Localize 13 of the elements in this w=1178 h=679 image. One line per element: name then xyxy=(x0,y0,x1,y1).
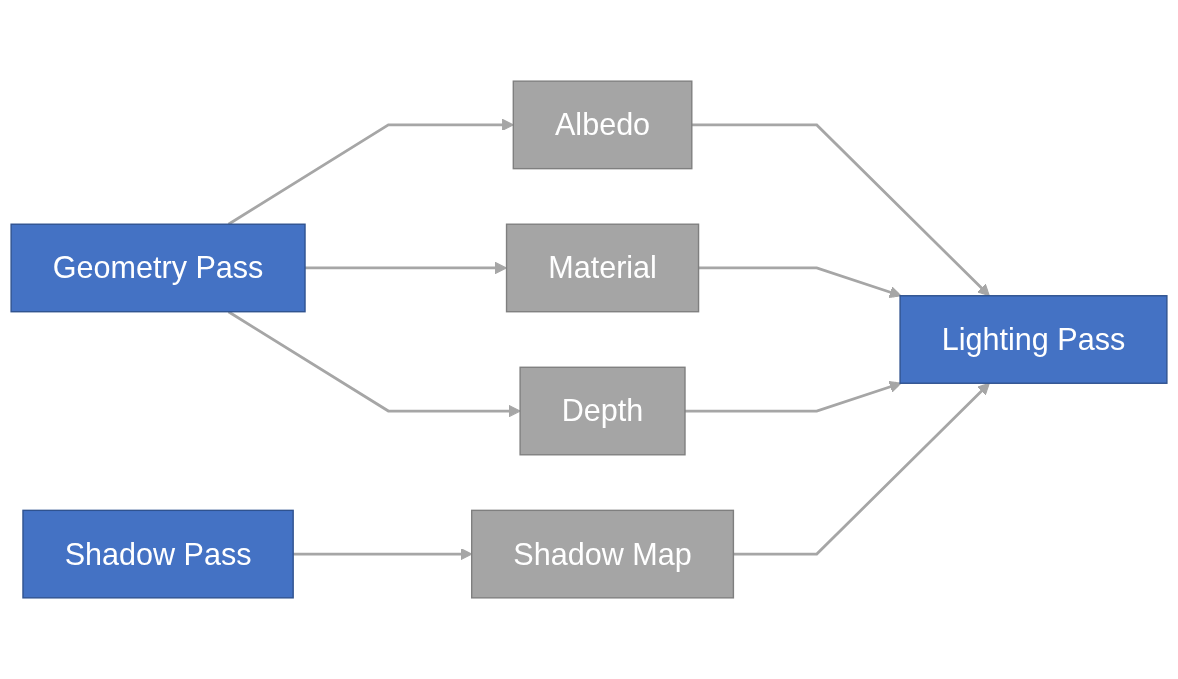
arrow xyxy=(698,266,902,299)
node-box: Lighting Pass xyxy=(899,295,1168,384)
arrow xyxy=(733,382,990,556)
node-box: Material xyxy=(505,223,700,313)
node-box: Geometry Pass xyxy=(10,223,306,313)
arrow xyxy=(691,123,990,297)
arrow xyxy=(227,118,514,226)
arrow xyxy=(685,380,902,413)
node-box: Shadow Map xyxy=(471,509,735,599)
node-box: Albedo xyxy=(512,80,693,170)
arrow xyxy=(227,310,521,418)
node-box: Depth xyxy=(519,366,686,456)
node-box: Shadow Pass xyxy=(22,509,294,599)
